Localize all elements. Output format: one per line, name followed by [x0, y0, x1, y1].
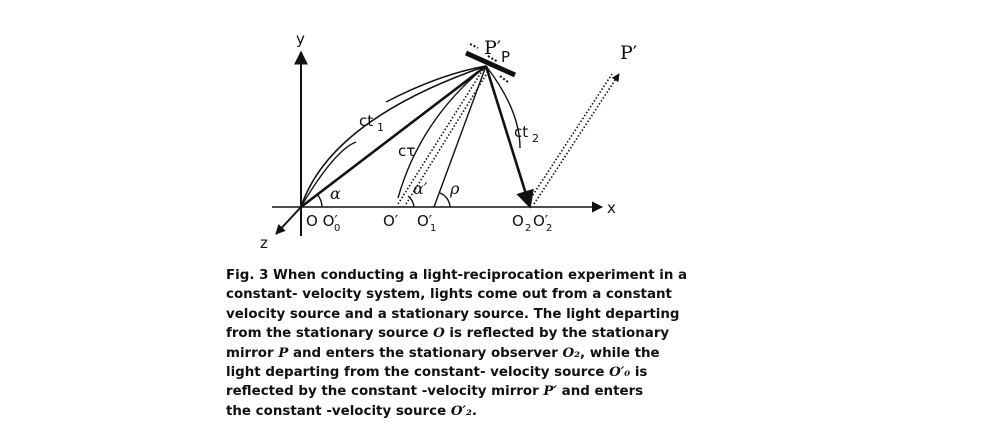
arc-top: [385, 65, 487, 103]
ct1-label: ct: [359, 112, 373, 130]
dotted-o2-to-pfar-a: [526, 73, 613, 205]
caption-symbol-o0-prime: O′₀: [609, 364, 631, 381]
o-o0-label: O O′: [306, 212, 338, 230]
ray-ct2: [484, 65, 534, 209]
caption-line-7: reflected by the constant -velocity mirr…: [226, 382, 686, 401]
caption-line-4: from the stationary source O is reflecte…: [226, 324, 686, 343]
z-axis-label: z: [260, 234, 268, 252]
caption-line-5: mirror P and enters the stationary obser…: [226, 344, 686, 363]
arc-ctau: [397, 65, 487, 199]
p-sub-label: P: [501, 48, 510, 66]
caption-text: reflected by the constant -velocity mirr…: [226, 384, 544, 400]
o2-prime-label: O′: [533, 212, 549, 230]
caption-symbol-o: O: [433, 325, 445, 342]
caption-symbol-p-prime: P′: [543, 383, 557, 400]
caption-text: mirror: [226, 345, 279, 361]
o-prime-1-label: O′: [417, 212, 433, 230]
ct1-sub-label: 1: [377, 121, 384, 134]
o-prime-1-sub-label: 1: [430, 223, 436, 234]
y-axis-label: y: [296, 30, 305, 48]
caption-symbol-p: P: [278, 344, 289, 361]
angle-rho-arc: [439, 192, 451, 208]
ctau-label: cτ: [398, 142, 415, 160]
mirror-hatch-1: [469, 43, 479, 49]
o2-sub-label: 2: [525, 223, 531, 234]
caption-symbol-o2: O₂: [562, 344, 580, 361]
caption-text: is: [630, 365, 648, 381]
mirror-hatch-3: [499, 75, 509, 83]
alpha-label: α: [330, 184, 341, 203]
light-reciprocation-diagram: y x z P′ P P′ ct 1 ct 2 cτ α α′ ρ O O′ 0…: [260, 30, 637, 252]
o2-prime-sub-label: 2: [546, 223, 552, 234]
dotted-o2-to-pfar-b: [533, 73, 620, 205]
p-prime-p-label: P′: [484, 37, 501, 59]
rho-label: ρ: [449, 179, 460, 198]
caption-line-2: constant- velocity system, lights come o…: [226, 287, 672, 303]
caption-text: and enters the stationary observer: [288, 345, 563, 361]
caption-line-3: velocity source and a stationary source.…: [226, 306, 680, 322]
mirror-hatch-2: [487, 55, 499, 63]
ct2-label: ct: [514, 123, 528, 141]
ct2-sub-label: 2: [532, 132, 539, 145]
caption-text: .: [471, 403, 477, 419]
caption-text: and enters: [557, 384, 644, 400]
x-axis-label: x: [607, 199, 616, 217]
mirror-bar: [464, 50, 517, 78]
caption-symbol-o2-prime: O′₂: [450, 402, 472, 419]
caption-text: from the stationary source: [226, 326, 434, 342]
caption-text: light departing from the constant- veloc…: [226, 365, 610, 381]
arc-ct2: [485, 65, 521, 149]
caption-line-6: light departing from the constant- veloc…: [226, 363, 686, 382]
o-prime-label: O′: [383, 212, 399, 230]
caption-text: is reflected by the stationary: [444, 326, 670, 342]
caption-line-1: Fig. 3 When conducting a light-reciproca…: [226, 268, 688, 283]
ray-ct1: [300, 64, 487, 209]
caption-line-8: the constant -velocity source O′₂.: [226, 402, 686, 421]
caption-text: , while the: [580, 345, 660, 361]
p-prime-far-label: P′: [620, 42, 637, 64]
arc-ct1-inner: [301, 141, 357, 206]
line-o1-to-mirror: [433, 65, 487, 208]
caption-text: the constant -velocity source: [226, 403, 451, 419]
figure-caption: Fig. 3 When conducting a light-reciproca…: [226, 266, 688, 421]
o2-label: O: [512, 212, 524, 230]
o-o0-sub-label: 0: [334, 223, 340, 234]
z-axis-line: [275, 206, 302, 235]
angle-alpha-prime-arc: [407, 195, 415, 208]
angle-alpha-arc: [316, 193, 323, 208]
dotted-op-to-mirror-a: [397, 67, 485, 205]
alpha-prime-label: α′: [413, 179, 428, 198]
arc-ct1-outer: [300, 65, 487, 208]
